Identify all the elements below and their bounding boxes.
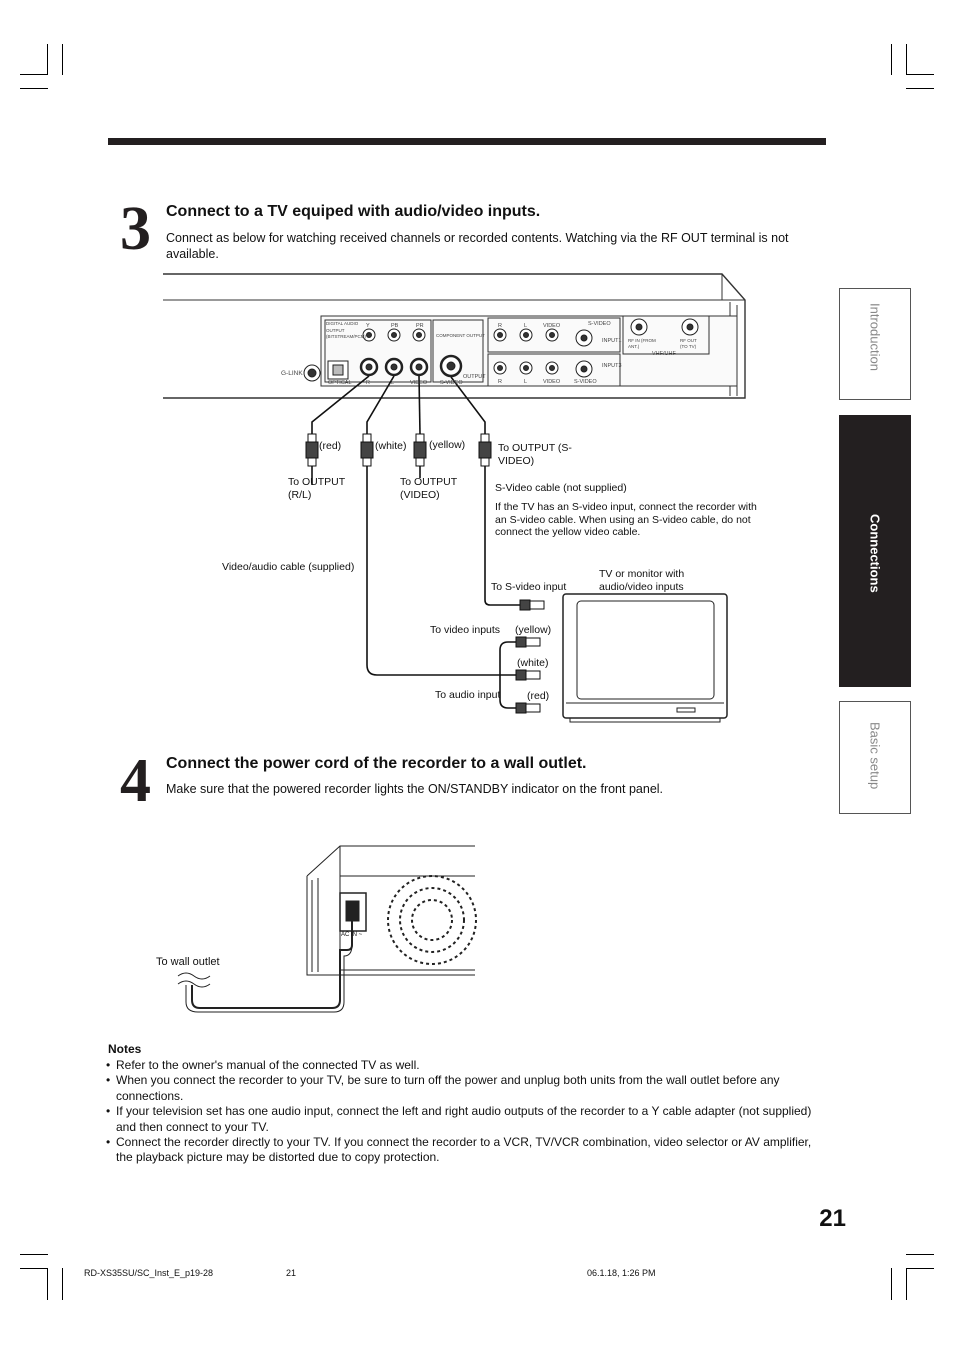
cables [311, 375, 520, 709]
panel-in1-r: R [498, 323, 502, 329]
notes-title: Notes [108, 1042, 142, 1056]
label-svideo-note: If the TV has an S-video input, connect … [495, 501, 757, 538]
panel-in3-svideo: S-VIDEO [574, 379, 597, 385]
panel-svideo: S-VIDEO [440, 380, 463, 386]
step-3-heading: Connect to a TV equiped with audio/video… [166, 203, 541, 220]
note-item: Connect the recorder directly to your TV… [106, 1135, 828, 1166]
panel-in1-l: L [524, 323, 528, 329]
panel-input1: INPUT1 [602, 338, 622, 344]
footer-date: 06.1.18, 1:26 PM [587, 1268, 656, 1278]
note-item: When you connect the recorder to your TV… [106, 1073, 828, 1104]
label-to-output-video: To OUTPUT (VIDEO) [400, 476, 457, 501]
rca-plugs [305, 433, 545, 714]
panel-video: VIDEO [410, 380, 428, 386]
panel-component-output: COMPONENT OUTPUT [436, 333, 485, 338]
label-white: (white) [375, 440, 407, 452]
label-to-svideo-input: To S-video input [491, 581, 567, 593]
label-red-2: (red) [527, 690, 550, 702]
page-number: 21 [819, 1205, 846, 1232]
panel-input3: INPUT3 [602, 363, 622, 369]
label-to-output-rl: To OUTPUT (R/L) [288, 476, 345, 501]
note-item: Refer to the owner's manual of the conne… [106, 1058, 828, 1074]
panel-in3-video: VIDEO [543, 379, 561, 385]
panel-digital-audio: DIGITAL AUDIO OUTPUT (BITSTREAM/PCM) [326, 321, 366, 339]
label-to-wall-outlet: To wall outlet [156, 956, 220, 968]
header-rule [108, 138, 826, 145]
label-av-cable: Video/audio cable (supplied) [222, 561, 355, 573]
tv-illustration [562, 593, 728, 723]
label-ac-in: AC IN ~ [341, 932, 363, 938]
panel-glink: G-LINK [281, 370, 303, 377]
panel-pb: PB [391, 323, 399, 329]
tab-introduction[interactable]: Introduction [839, 288, 911, 400]
label-svideo-cable: S-Video cable (not supplied) [495, 482, 627, 494]
rca-jacks [303, 318, 699, 382]
label-tv: TV or monitor with audio/video inputs [599, 568, 685, 593]
panel-in3-r: R [498, 379, 502, 385]
label-red: (red) [319, 440, 342, 452]
tab-connections[interactable]: Connections [839, 415, 911, 687]
panel-in1-video: VIDEO [543, 323, 561, 329]
panel-vhf-uhf: VHF/UHF [652, 351, 676, 357]
label-white-2: (white) [517, 657, 549, 669]
tab-basic-setup[interactable]: Basic setup [839, 701, 911, 814]
panel-in3-l: L [524, 379, 528, 385]
label-to-output-svideo: To OUTPUT (S-VIDEO) [498, 442, 572, 467]
step-3-number: 3 [120, 195, 151, 263]
label-to-video-inputs: To video inputs [430, 624, 501, 636]
step-4-body: Make sure that the powered recorder ligh… [166, 782, 664, 796]
panel-pr: PR [416, 323, 424, 329]
panel-rf-out: RF OUT (TO TV) [680, 338, 697, 349]
step-3-body: Connect as below for watching received c… [166, 231, 789, 261]
panel-y: Y [366, 323, 370, 329]
step-4-heading: Connect the power cord of the recorder t… [166, 755, 587, 772]
panel-output: OUTPUT [463, 374, 486, 380]
step-4-number: 4 [120, 747, 151, 815]
panel-l: L [391, 380, 395, 386]
panel-optical: OPTICAL [328, 380, 352, 386]
note-item: If your television set has one audio inp… [106, 1104, 828, 1135]
panel-r: R [366, 380, 370, 386]
footer-page: 21 [286, 1268, 297, 1278]
label-to-audio-input: To audio input [435, 689, 501, 701]
recorder-power-illustration [177, 845, 477, 1013]
panel-in1-svideo: S-VIDEO [588, 321, 611, 327]
label-yellow-2: (yellow) [515, 624, 552, 636]
panel-rf-in: RF IN (FROM ANT.) [628, 338, 656, 349]
label-yellow: (yellow) [429, 439, 466, 451]
notes-list: Refer to the owner's manual of the conne… [106, 1058, 828, 1166]
footer-file: RD-XS35SU/SC_Inst_E_p19-28 [84, 1268, 214, 1278]
